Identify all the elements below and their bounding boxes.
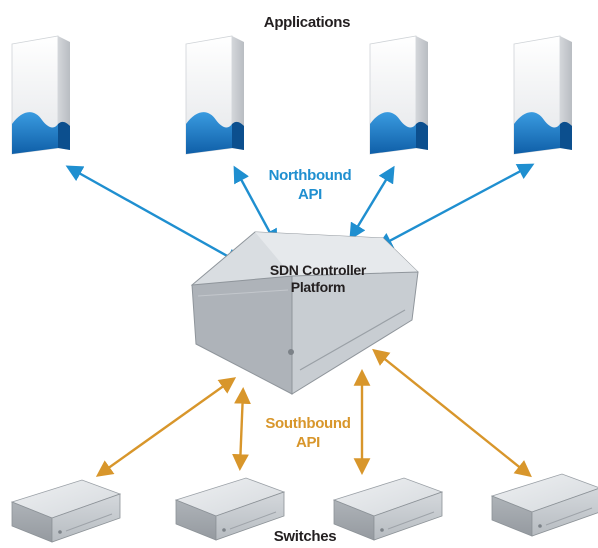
application-server-icon-4 xyxy=(513,35,573,155)
southbound-arrow-1 xyxy=(95,377,237,477)
sdn-controller-label: SDN Controller Platform xyxy=(256,262,380,296)
controller-label-line-1: SDN Controller xyxy=(269,262,367,278)
southbound-api-label: Southbound API xyxy=(258,414,358,452)
northbound-api-label: Northbound API xyxy=(260,166,360,204)
southbound-label-line-2: API xyxy=(295,434,321,451)
switch-device-icon-3 xyxy=(333,477,443,541)
switches-label: Switches xyxy=(273,528,337,545)
southbound-arrow-4 xyxy=(372,348,532,478)
southbound-arrows xyxy=(95,348,532,478)
application-server-icon-3 xyxy=(369,35,429,155)
switch-device-icon-1 xyxy=(11,479,121,543)
northbound-arrows xyxy=(65,163,535,265)
northbound-arrow-1 xyxy=(65,165,243,265)
application-server-icon-1 xyxy=(11,35,71,155)
northbound-arrow-2 xyxy=(233,165,278,247)
switch-device-icon-4 xyxy=(491,473,598,537)
southbound-arrow-2 xyxy=(232,386,251,472)
northbound-label-line-1: Northbound xyxy=(268,167,352,184)
northbound-arrow-4 xyxy=(375,163,535,249)
applications-label: Applications xyxy=(263,14,351,31)
northbound-label-line-2: API xyxy=(297,186,323,203)
application-server-icon-2 xyxy=(185,35,245,155)
controller-label-line-2: Platform xyxy=(290,279,346,295)
sdn-controller-platform-icon xyxy=(190,231,419,395)
southbound-label-line-1: Southbound xyxy=(265,415,351,432)
